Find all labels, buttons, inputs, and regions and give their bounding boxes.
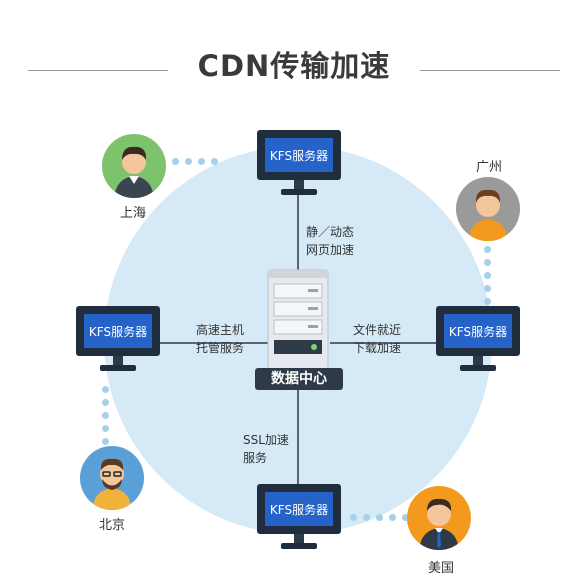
dot [185,158,192,165]
monitor-base [100,365,136,371]
dots-shanghai [172,158,218,165]
dot [102,399,109,406]
connector-right [330,342,438,344]
link-label-left: 高速主机 托管服务 [196,321,244,357]
server-label-bottom: KFS服务器 [265,492,333,526]
monitor-base [460,365,496,371]
dot [484,259,491,266]
dot [172,158,179,165]
server-label-left: KFS服务器 [84,314,152,348]
city-label-usa: 美国 [428,561,455,576]
title-divider-right [420,70,560,71]
data-center-server-icon [262,268,334,390]
avatar-beijing [80,446,144,510]
server-label-top: KFS服务器 [265,138,333,172]
server-label-right: KFS服务器 [444,314,512,348]
dot [389,514,396,521]
monitor-neck [294,180,304,190]
dots-usa [350,514,409,521]
link-label-right-line1: 文件就近 [353,323,402,337]
link-label-left-line1: 高速主机 [196,323,245,337]
dots-guangzhou [484,246,491,305]
server-monitor-top: KFS服务器 [257,130,341,198]
monitor-screen: KFS服务器 [257,484,341,534]
link-label-left-line2: 托管服务 [196,341,245,355]
city-label-guangzhou: 广州 [476,160,503,175]
dot [484,285,491,292]
link-label-right-line2: 下载加速 [353,341,402,355]
connector-left [158,342,268,344]
dot [102,412,109,419]
connector-bottom [297,388,299,488]
dots-beijing [102,386,109,445]
dot [198,158,205,165]
dot [350,514,357,521]
avatar-shanghai [102,134,166,198]
server-monitor-right: KFS服务器 [436,306,520,374]
monitor-screen: KFS服务器 [257,130,341,180]
dot [211,158,218,165]
monitor-base [281,189,317,195]
monitor-base [281,543,317,549]
monitor-screen: KFS服务器 [436,306,520,356]
data-center-label: 数据中心 [255,368,343,390]
dot [402,514,409,521]
server-monitor-bottom: KFS服务器 [257,484,341,552]
monitor-screen: KFS服务器 [76,306,160,356]
link-label-top: 静／动态 网页加速 [306,223,354,259]
title-divider-left [28,70,168,71]
dot [484,246,491,253]
link-label-top-line2: 网页加速 [306,243,355,257]
dot [102,386,109,393]
city-label-beijing: 北京 [99,518,126,533]
dot [102,438,109,445]
avatar-usa [407,486,471,550]
dot [363,514,370,521]
monitor-neck [294,534,304,544]
page-title: CDN传输加速 [197,49,391,83]
link-label-bottom-line1: SSL加速 [243,433,289,447]
dot [484,298,491,305]
link-label-right: 文件就近 下载加速 [353,321,401,357]
monitor-neck [113,356,123,366]
link-label-top-line1: 静／动态 [306,225,355,239]
connector-top [297,194,299,276]
link-label-bottom-line2: 服务 [243,451,268,465]
avatar-guangzhou [456,177,520,241]
dot [484,272,491,279]
link-label-bottom: SSL加速 服务 [243,431,289,467]
dot [102,425,109,432]
city-label-shanghai: 上海 [120,206,147,221]
server-monitor-left: KFS服务器 [76,306,160,374]
monitor-neck [473,356,483,366]
dot [376,514,383,521]
